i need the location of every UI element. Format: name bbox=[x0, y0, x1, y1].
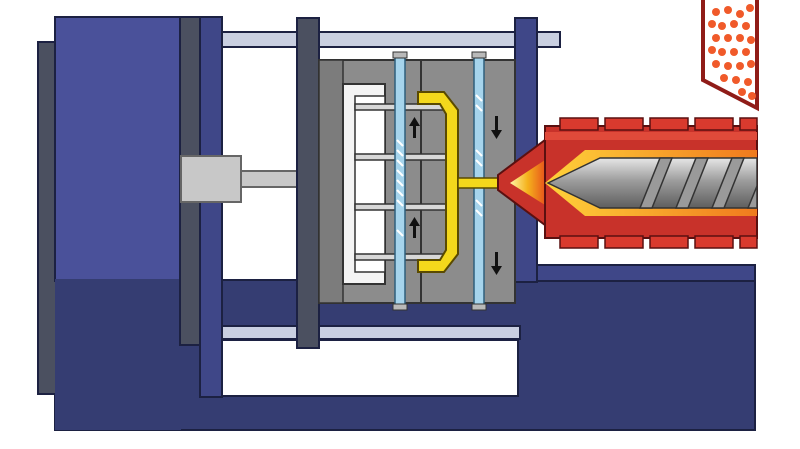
injection-unit-support bbox=[517, 264, 756, 282]
tie-bar-bottom bbox=[179, 325, 521, 340]
heater-bands bbox=[559, 117, 758, 249]
moving-platen bbox=[296, 17, 320, 349]
tie-bar-top bbox=[179, 31, 561, 48]
cooling-channel-moving bbox=[394, 54, 406, 308]
barrel bbox=[544, 117, 758, 249]
clamp-cylinder-lower bbox=[55, 280, 181, 430]
plastic-pellets bbox=[708, 4, 756, 100]
arrow-up-icon bbox=[409, 117, 420, 138]
rear-platen-top-block bbox=[199, 16, 223, 398]
arrow-up-icon bbox=[409, 217, 420, 238]
molded-part bbox=[417, 91, 459, 273]
arrow-down-icon bbox=[491, 116, 502, 139]
arrow-down-icon bbox=[491, 252, 502, 275]
hopper bbox=[701, 0, 759, 112]
screw bbox=[546, 157, 758, 209]
clamp-cylinder-upper bbox=[54, 16, 182, 282]
